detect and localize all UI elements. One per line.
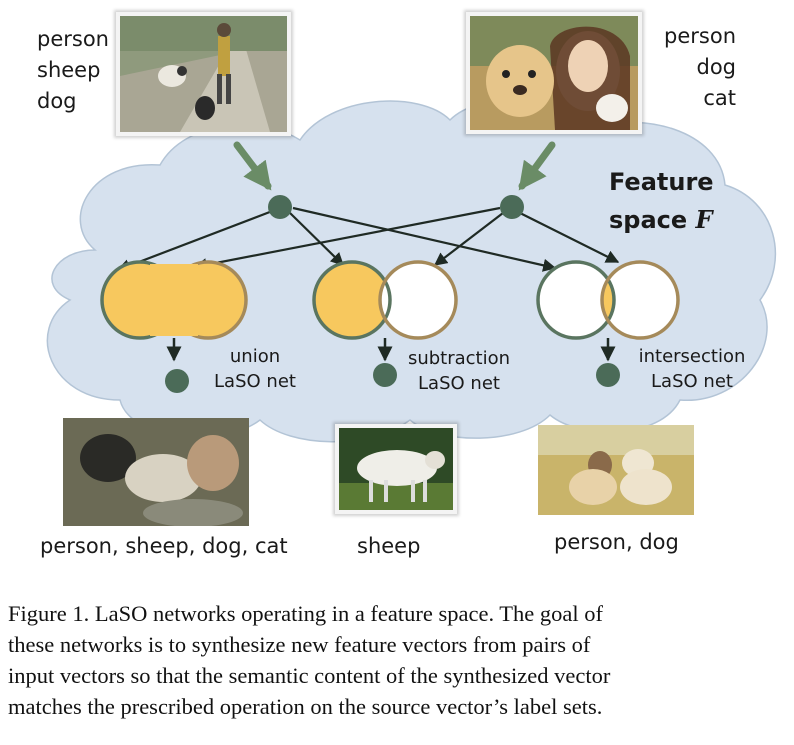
output-photo-intersection xyxy=(538,425,694,515)
feature-space-title: Feature space F xyxy=(609,164,729,239)
label-dog: dog xyxy=(37,89,77,113)
label-dog: dog xyxy=(696,55,736,79)
union-output-label: person, sheep, dog, cat xyxy=(40,534,288,558)
label-cat: cat xyxy=(703,86,736,110)
output-photo-union xyxy=(63,418,249,526)
input-arrows xyxy=(233,141,556,191)
caption-line-1: Figure 1. LaSO networks operating in a f… xyxy=(8,601,604,626)
right-source-node xyxy=(500,195,524,219)
connection-arrows xyxy=(116,206,620,272)
intersection-label: intersection LaSO net xyxy=(636,344,748,394)
label-sheep: sheep xyxy=(37,58,101,82)
subtraction-output-node xyxy=(373,363,397,387)
intersection-output-node xyxy=(596,363,620,387)
left-source-node xyxy=(268,195,292,219)
output-arrows xyxy=(166,338,616,362)
union-set-diagram xyxy=(100,260,248,340)
label-person: person xyxy=(37,27,109,51)
subtraction-output-label: sheep xyxy=(357,534,421,558)
intersection-label-line2: LaSO net xyxy=(651,371,733,392)
input-photo-person-dog-cat xyxy=(466,12,642,134)
caption-line-4: matches the prescribed operation on the … xyxy=(8,694,603,719)
union-output-node xyxy=(165,369,189,393)
union-label: union LaSO net xyxy=(212,344,298,394)
subtraction-label-line2: LaSO net xyxy=(418,373,500,394)
feature-space-symbol: F xyxy=(695,205,713,234)
intersection-output-label: person, dog xyxy=(554,530,679,554)
union-label-line1: union xyxy=(229,346,281,367)
output-photo-subtraction xyxy=(335,424,457,514)
feature-space-title-line1: Feature xyxy=(609,168,714,196)
union-label-line2: LaSO net xyxy=(214,371,296,392)
feature-space-title-line2: space F xyxy=(609,201,729,239)
subtraction-set-diagram xyxy=(312,260,458,340)
feature-space-diagram xyxy=(46,99,776,443)
left-input-labels: person sheep dog xyxy=(37,24,109,117)
caption-line-3: input vectors so that the semantic conte… xyxy=(8,663,611,688)
label-person: person xyxy=(664,24,736,48)
intersection-set-diagram xyxy=(536,260,680,340)
feature-space-word: space xyxy=(609,206,688,234)
input-photo-person-sheep-dog xyxy=(116,12,291,136)
left-input-arrow xyxy=(233,141,272,191)
right-input-arrow xyxy=(518,141,556,191)
caption-line-2: these networks is to synthesize new feat… xyxy=(8,632,591,657)
right-input-labels: person dog cat xyxy=(654,21,736,114)
subtraction-label-line1: subtraction xyxy=(407,348,511,369)
subtraction-label: subtraction LaSO net xyxy=(404,346,514,396)
intersection-label-line1: intersection xyxy=(638,346,746,367)
figure-caption: Figure 1. LaSO networks operating in a f… xyxy=(8,598,788,722)
laso-figure: person sheep dog person dog cat Feature … xyxy=(37,12,776,558)
